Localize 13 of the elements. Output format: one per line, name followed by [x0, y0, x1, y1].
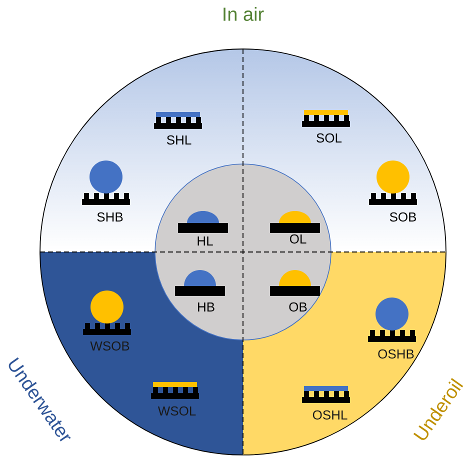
- surface-label: OSHB: [378, 349, 414, 359]
- surface-label: OB: [289, 302, 307, 312]
- surface-label: OSHL: [312, 410, 348, 420]
- surface-label: OL: [290, 234, 306, 244]
- surface-label: HB: [198, 302, 214, 312]
- surface-label: SOL: [316, 133, 342, 143]
- surface-label: WSOB: [90, 341, 130, 351]
- surface-label: HL: [198, 236, 213, 246]
- surface-label: SHB: [97, 212, 123, 222]
- surface-label: SHL: [166, 135, 192, 145]
- environment-label: In air: [224, 7, 264, 21]
- surface-label: SOB: [390, 212, 416, 222]
- surface-label: WSOL: [158, 406, 196, 416]
